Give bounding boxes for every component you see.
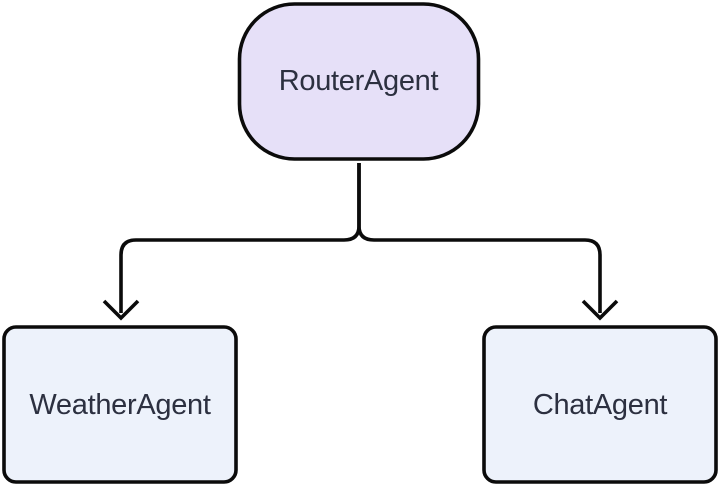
- edge-router-to-chatagent: [357, 163, 602, 313]
- node-chatagent: ChatAgent: [482, 325, 718, 484]
- arrowhead-weatheragent-icon: [102, 299, 140, 321]
- node-routeragent-label: RouterAgent: [279, 65, 439, 97]
- node-weatheragent: WeatherAgent: [2, 325, 238, 484]
- node-chatagent-label: ChatAgent: [533, 389, 668, 421]
- edges-layer: [102, 163, 619, 321]
- node-weatheragent-shape: [2, 325, 238, 484]
- node-routeragent: RouterAgent: [237, 2, 481, 161]
- node-chatagent-shape: [482, 325, 718, 484]
- node-routeragent-shape: [237, 2, 481, 161]
- node-weatheragent-label: WeatherAgent: [29, 389, 211, 421]
- arrowhead-chatagent-icon: [581, 299, 619, 321]
- edge-router-to-weatheragent: [119, 163, 361, 313]
